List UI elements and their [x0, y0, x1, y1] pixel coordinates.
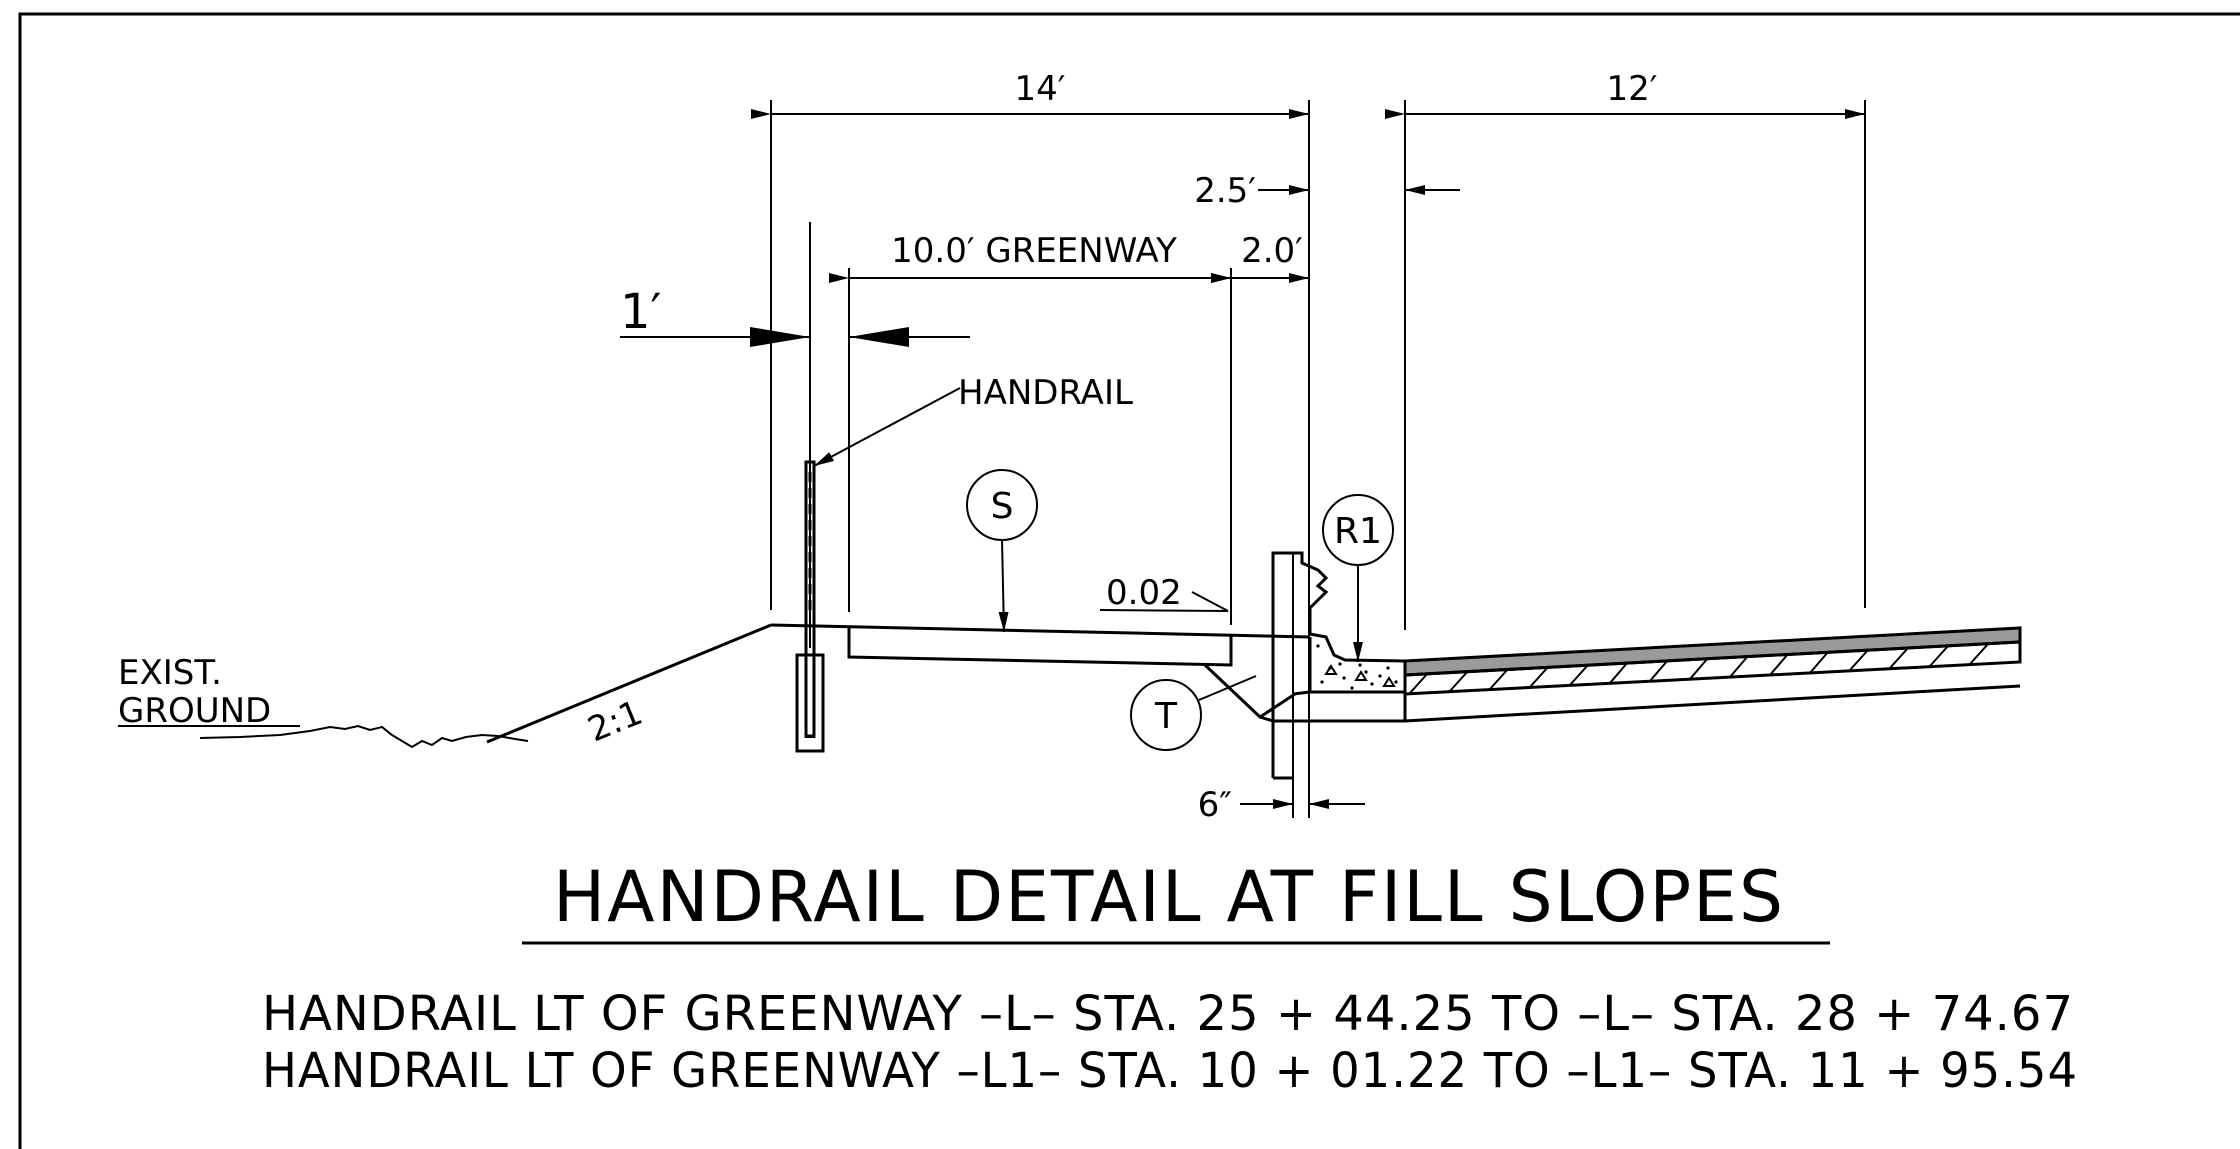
- dimension-14ft: 14′: [751, 69, 1309, 119]
- dim-greenway-label: 10.0′ GREENWAY: [891, 231, 1177, 271]
- callout-t-label: T: [1154, 696, 1178, 737]
- dimension-12ft: 12′: [1385, 69, 1865, 119]
- side-slope-label: 2:1: [582, 693, 648, 751]
- callout-t: T: [1130, 675, 1257, 751]
- callout-s: S: [966, 469, 1038, 633]
- extension-lines: [770, 100, 1866, 818]
- dimension-2-5ft: 2.5′: [1194, 171, 1460, 211]
- dim-12ft-label: 12′: [1607, 69, 1658, 109]
- callout-s-label: S: [991, 486, 1014, 527]
- callout-r1-label: R1: [1334, 511, 1382, 552]
- detail-title: HANDRAIL DETAIL AT FILL SLOPES: [553, 856, 1785, 938]
- roadway-pavement: [1403, 626, 2022, 723]
- sheet-border: [18, 12, 2240, 1149]
- dim-2-0ft-label: 2.0′: [1241, 231, 1303, 271]
- dim-2-5ft-label: 2.5′: [1194, 171, 1256, 211]
- exist-ground-line2: GROUND: [118, 691, 271, 731]
- station-note-1: HANDRAIL LT OF GREENWAY –L– STA. 25 + 44…: [262, 986, 2074, 1042]
- existing-ground: EXIST. GROUND: [118, 653, 529, 749]
- dim-1ft-label: 1′: [620, 284, 661, 340]
- dimension-6in: 6″: [1198, 785, 1365, 825]
- greenway-section: 0.02: [770, 573, 1311, 723]
- dimension-1ft: 1′: [620, 284, 970, 347]
- handrail-label: HANDRAIL: [958, 373, 1133, 413]
- handrail: HANDRAIL: [795, 222, 1133, 753]
- slope-rate-label: 0.02: [1106, 573, 1182, 613]
- station-note-2: HANDRAIL LT OF GREENWAY –L1– STA. 10 + 0…: [262, 1043, 2078, 1099]
- callout-r1: R1: [1322, 494, 1394, 662]
- dimension-2-0ft: 2.0′: [1211, 231, 1309, 283]
- dim-6in-label: 6″: [1198, 785, 1232, 825]
- dim-14ft-label: 14′: [1015, 69, 1066, 109]
- barrier-curb: [1271, 551, 1407, 780]
- dimension-greenway: 10.0′ GREENWAY: [829, 231, 1231, 283]
- fill-slope: 2:1: [486, 623, 772, 751]
- exist-ground-line1: EXIST.: [118, 653, 222, 693]
